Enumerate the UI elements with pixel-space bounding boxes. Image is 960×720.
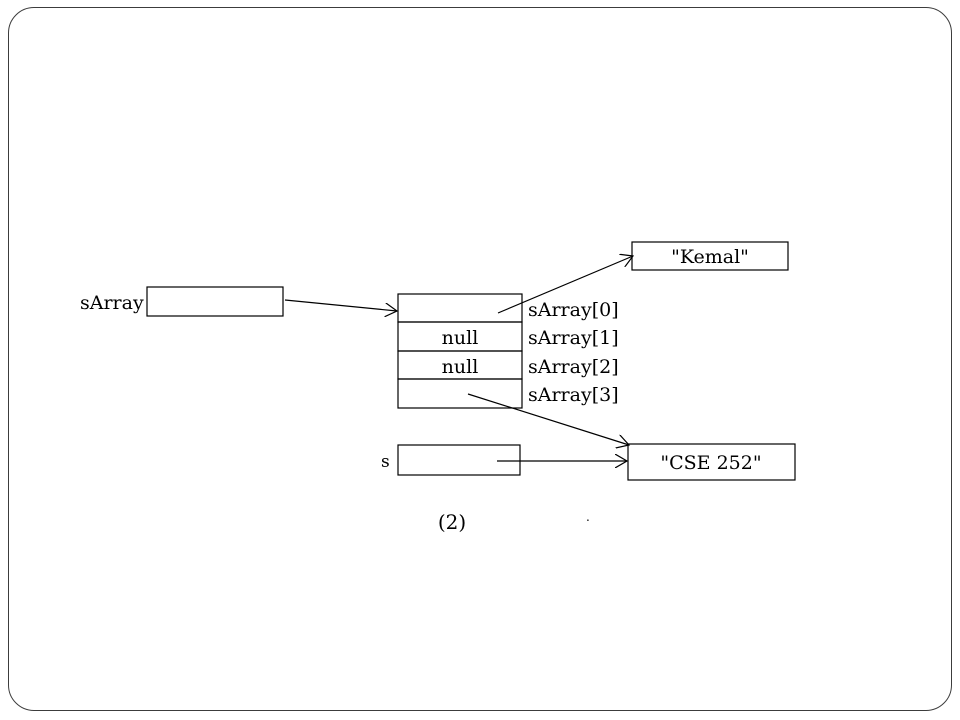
array-cell-1-value: null (442, 327, 479, 349)
array-cell-3 (397, 378, 523, 409)
s-variable-label: s (381, 452, 390, 472)
array-index-label-3: sArray[3] (528, 384, 619, 406)
arrow-cell0-to-kemal (497, 256, 633, 314)
s-reference-box (397, 444, 521, 476)
string-object-cse252-text: "CSE 252" (660, 452, 761, 474)
figure-caption: (2) (438, 510, 466, 534)
arrow-sarray-to-array (284, 299, 397, 311)
sarray-reference-box (146, 286, 284, 317)
array-index-label-0: sArray[0] (528, 299, 619, 321)
stray-dot-mark: . (586, 510, 590, 524)
array-cell-2-value: null (442, 356, 479, 378)
array-cell-0 (397, 293, 523, 323)
slide-frame (8, 7, 952, 711)
string-object-kemal-text: "Kemal" (671, 246, 749, 268)
sarray-variable-label: sArray (80, 292, 144, 314)
array-index-label-1: sArray[1] (528, 327, 619, 349)
arrow-cell3-to-cse252 (467, 393, 629, 445)
array-index-label-2: sArray[2] (528, 356, 619, 378)
